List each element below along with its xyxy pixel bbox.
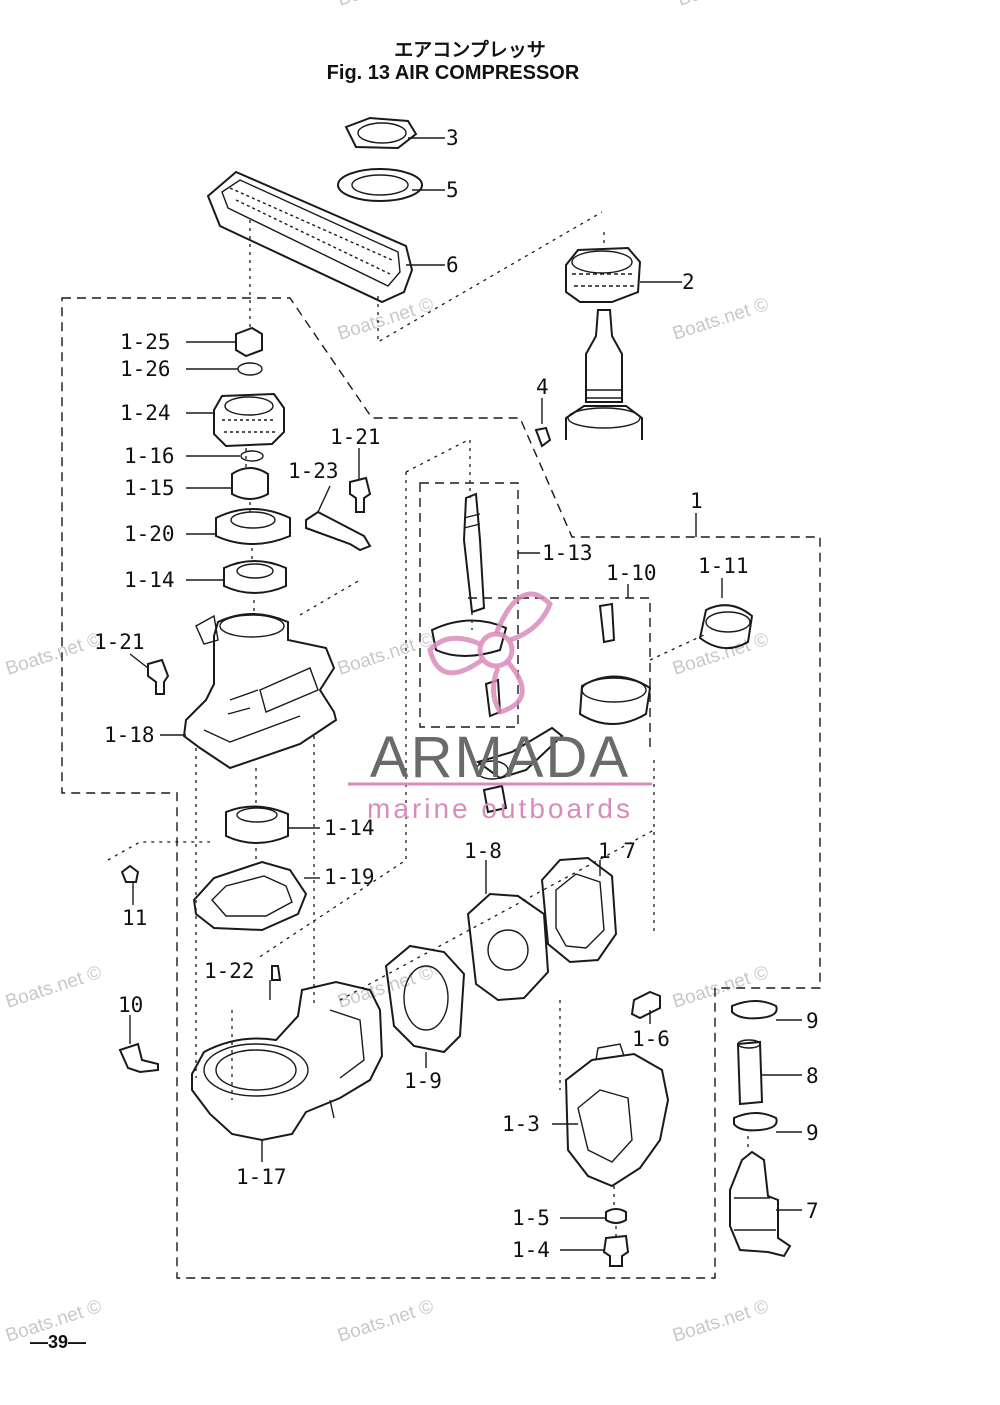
callout-label: 1-25 (120, 330, 171, 354)
lower-bearing-and-gaskets (192, 805, 618, 1054)
callout-label: 1-5 (512, 1206, 550, 1230)
drive-pulley-group (534, 246, 643, 448)
callout-label: 7 (806, 1199, 819, 1223)
callout-label: 9 (806, 1009, 819, 1033)
callout-label: 11 (122, 906, 147, 930)
callout-label: 1-18 (104, 723, 155, 747)
watermark: Boats.net © (670, 1296, 771, 1347)
figure-title: Fig. 13 AIR COMPRESSOR (327, 62, 580, 84)
callout-label: 6 (446, 253, 459, 277)
callout-label: 1-16 (124, 444, 175, 468)
callout-label: 1-14 (324, 816, 375, 840)
watermark: Boats.net © (3, 962, 104, 1013)
callout-label: 1-21 (94, 630, 145, 654)
callout-label: 1-22 (204, 959, 255, 983)
callout-label: 2 (682, 270, 695, 294)
watermark: Boats.net © (3, 629, 104, 680)
assembly-axes (107, 211, 749, 1236)
callout-label: 1-14 (124, 568, 175, 592)
callout-label: 1-20 (124, 522, 175, 546)
callout-label: 1-4 (512, 1238, 550, 1262)
callout-label: 3 (446, 126, 459, 150)
logo-tagline: marine outboards (367, 793, 633, 824)
callout-label: 1-11 (698, 554, 749, 578)
watermark: Boats.net © (670, 629, 771, 680)
callout-label: 1-15 (124, 476, 175, 500)
watermarks: Boats.net © Boats.net © Boats.net © Boat… (3, 0, 776, 1347)
callout-label: 5 (446, 178, 459, 202)
logo-wordmark: ARMADA (370, 725, 630, 790)
callout-label: 1-6 (632, 1027, 670, 1051)
callout-label: 1-8 (464, 839, 502, 863)
cylinder-body (191, 965, 384, 1142)
assembly-outlines (61, 297, 821, 1279)
callout-label: 1-10 (606, 561, 657, 585)
leader-lines (129, 137, 802, 1251)
watermark: Boats.net © (675, 0, 776, 11)
watermark: Boats.net © (335, 294, 436, 345)
armada-logo: ARMADA marine outboards (348, 591, 652, 824)
callout-label: 1-3 (502, 1112, 540, 1136)
watermark: Boats.net © (670, 294, 771, 345)
watermark: Boats.net © (335, 1296, 436, 1347)
watermark: Boats.net © (335, 629, 436, 680)
callout-label: 1-9 (404, 1069, 442, 1093)
filter-and-hose (729, 1000, 792, 1258)
callout-label: 1-17 (236, 1165, 287, 1189)
title-japanese: エアコンプレッサ (394, 38, 545, 61)
callout-label: 1-21 (330, 425, 381, 449)
gear-bearing-stack (213, 326, 291, 594)
callout-label: 1 (690, 489, 703, 513)
cylinder-head (564, 1043, 670, 1267)
callout-label: 1-13 (542, 541, 593, 565)
callout-label: 4 (536, 375, 549, 399)
callout-label: 1 7 (598, 839, 636, 863)
callout-label: 1-23 (288, 459, 339, 483)
callout-label: 9 (806, 1121, 819, 1145)
piston-assembly (475, 602, 754, 814)
upper-crankcase (182, 613, 338, 770)
callout-label: 10 (118, 993, 143, 1017)
callout-label: 8 (806, 1064, 819, 1088)
timing-belt-group (206, 116, 423, 304)
bolts-and-strap (118, 476, 661, 1074)
callout-label: 1-24 (120, 401, 171, 425)
callout-labels: 3 5 6 2 4 1 1-25 1-26 1-24 1-16 1-15 1-2… (94, 126, 819, 1262)
callout-label: 1-26 (120, 357, 171, 381)
page-number: —39— (30, 1332, 86, 1352)
watermark: Boats.net © (335, 0, 436, 11)
callout-label: 1-19 (324, 865, 375, 889)
